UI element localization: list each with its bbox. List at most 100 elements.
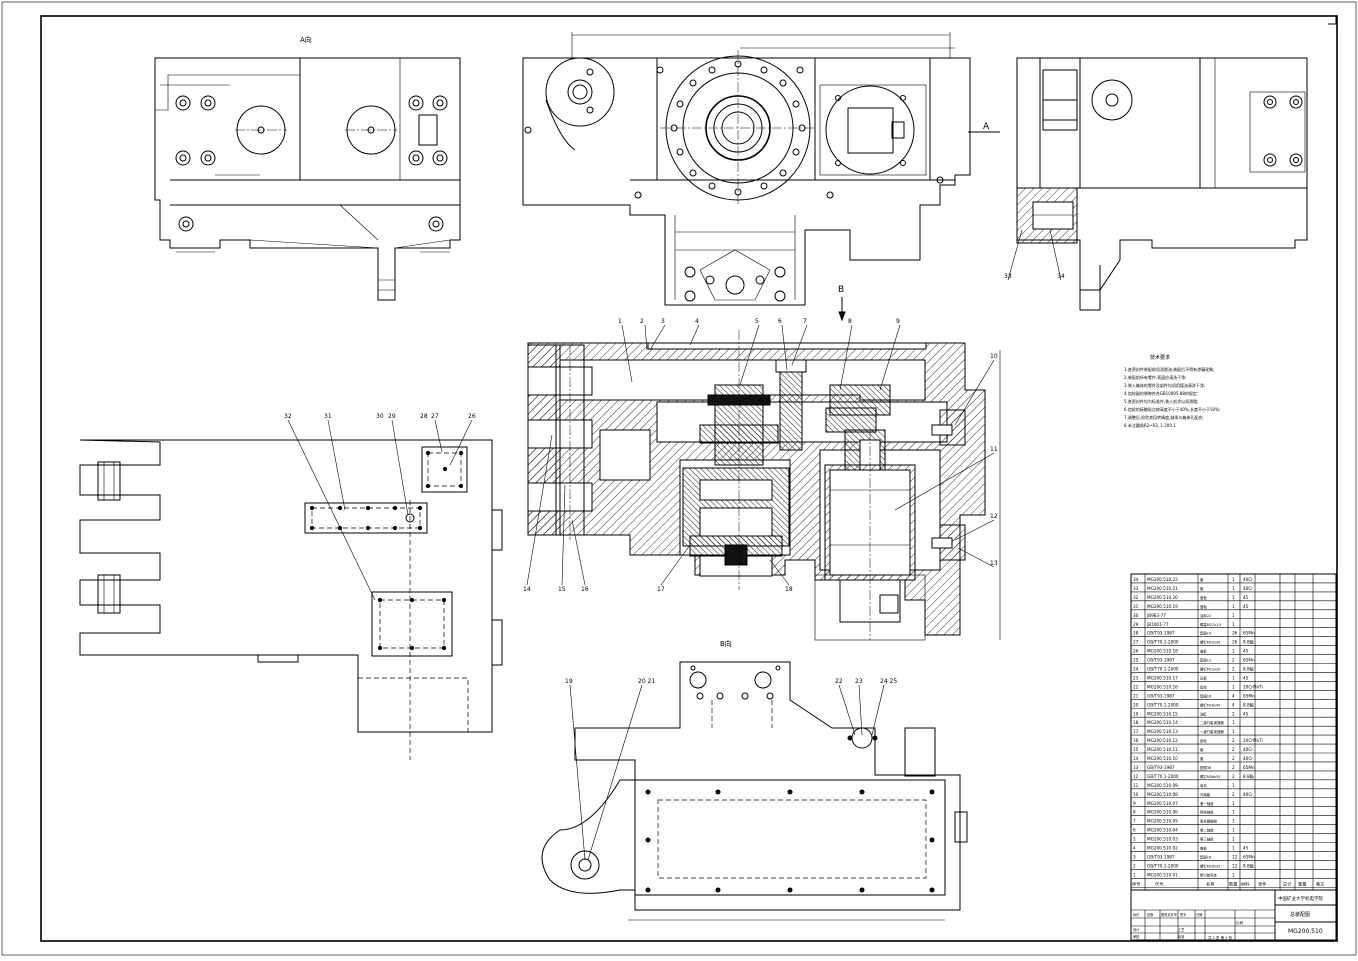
parts-cell-name: 螺钉M16x35 — [1200, 863, 1220, 868]
parts-cell-name: 螺钉M12x20 — [1200, 667, 1220, 672]
top-center-view: A — [522, 32, 1000, 306]
parts-cell-code: MG200.510.19 — [1147, 604, 1178, 609]
parts-cell-name: 螺塞M27x1.5 — [1200, 622, 1221, 627]
parts-cell-name: 螺钉M36x55 — [1200, 774, 1220, 779]
balloon-28: 28 — [420, 413, 428, 420]
parts-cell-name: 垫圈36 — [1200, 765, 1211, 770]
parts-cell-code: MG200.510.16 — [1147, 684, 1178, 689]
parts-cell-qty: 1 — [1232, 783, 1235, 788]
tech-req-line-6: 6.齿轮的接触斑点按高度不小于40%,长度不小于50%; — [1124, 406, 1220, 412]
balloon-20-21: 20 21 — [638, 678, 655, 685]
drawing-name: 总装配图 — [1290, 911, 1310, 918]
parts-cell-code: JB1001-77 — [1146, 622, 1169, 627]
balloon-33: 33 — [1004, 273, 1012, 280]
parts-cell-qty: 2 — [1232, 658, 1235, 663]
parts-cell-mat: 40Cr — [1243, 747, 1253, 752]
tb-label-sign: 签字 — [1180, 912, 1186, 917]
parts-cell-name: 螺钉M16x45 — [1200, 702, 1220, 707]
parts-cell-mat: 45 — [1243, 711, 1249, 716]
view-b-label: B向 — [720, 639, 732, 648]
tb-label-approve: 批准 — [1178, 934, 1185, 939]
section-b-marker: B — [838, 285, 844, 295]
parts-cell-code: MG200.510.02 — [1147, 846, 1178, 851]
parts-header-cell: 单件 — [1258, 880, 1266, 887]
parts-cell-qty: 26 — [1232, 631, 1238, 636]
parts-cell-code: GB/T93-1987 — [1147, 658, 1175, 663]
parts-cell-no: 20 — [1133, 702, 1139, 707]
balloon-5: 5 — [755, 318, 759, 325]
parts-cell-qty: 1 — [1232, 872, 1235, 877]
parts-cell-no: 12 — [1133, 774, 1139, 779]
parts-cell-name: 电机 — [1200, 783, 1207, 788]
tech-req-line-5: 5.各密封件均为标准件,装入前涂以润滑脂; — [1124, 398, 1198, 404]
parts-cell-no: 15 — [1133, 747, 1139, 752]
title-block: 中国矿业大学机电学院 总装配图 MG200.510 比例 共 1 张 第 1 张… — [1130, 889, 1337, 941]
balloon-14: 14 — [523, 586, 531, 593]
parts-header-cell: 重量 — [1298, 880, 1306, 887]
parts-cell-code: GB/T70.1-2000 — [1147, 667, 1179, 672]
parts-cell-code: MG200.510.18 — [1147, 649, 1178, 654]
parts-cell-mat: 45 — [1243, 604, 1249, 609]
parts-cell-no: 9 — [1133, 801, 1136, 806]
parts-cell-no: 23 — [1133, 675, 1139, 680]
parts-cell-qty: 1 — [1232, 810, 1235, 815]
parts-cell-mat: 65Mn — [1243, 693, 1255, 698]
parts-cell-code: MG200.510.11 — [1147, 747, 1178, 752]
parts-cell-no: 3 — [1133, 854, 1136, 859]
parts-cell-qty: 2 — [1232, 738, 1235, 743]
parts-cell-mat: 40Cr — [1243, 792, 1253, 797]
parts-cell-no: 5 — [1133, 837, 1136, 842]
parts-cell-code: MG200.510.08 — [1147, 792, 1178, 797]
parts-cell-code: GB/T70.1-2000 — [1147, 774, 1179, 779]
parts-cell-qty: 1 — [1232, 675, 1235, 680]
parts-cell-mat: 8.8级 — [1243, 862, 1255, 869]
tb-label-change: 更改文件号 — [1161, 912, 1177, 917]
section-a-marker: A — [983, 122, 990, 132]
tb-label-process: 工艺 — [1178, 927, 1184, 932]
parts-cell-mat: 40Cr — [1243, 577, 1253, 582]
balloon-9: 9 — [896, 318, 900, 325]
scale-label: 比例 — [1236, 920, 1244, 925]
parts-cell-code: GB/T93-1987 — [1147, 854, 1175, 859]
tech-req-line-8: 8.未注圆角R2~R3, 1:200.1 — [1124, 422, 1176, 428]
parts-cell-no: 10 — [1133, 792, 1139, 797]
tech-requirements-heading: 技术要求 — [1150, 354, 1170, 361]
parts-cell-mat: 45 — [1243, 846, 1249, 851]
tb-label-design: 设计 — [1133, 927, 1140, 932]
parts-cell-qty: 1 — [1232, 729, 1235, 734]
parts-cell-qty: 1 — [1232, 720, 1235, 725]
parts-cell-code: GB/T70.1-2000 — [1147, 863, 1179, 868]
balloon-24-25: 24 25 — [880, 678, 897, 685]
parts-cell-mat: 65Mn — [1243, 765, 1255, 770]
parts-cell-code: MG200.510.04 — [1147, 828, 1178, 833]
parts-cell-name: 第一轴组 — [1200, 801, 1214, 806]
parts-cell-no: 13 — [1133, 765, 1139, 770]
parts-cell-name: 齿轮 — [1200, 738, 1207, 743]
parts-cell-code: JB983-77 — [1146, 613, 1166, 618]
parts-cell-name: 套 — [1200, 747, 1204, 752]
parts-cell-code: MG200.510.06 — [1147, 810, 1178, 815]
parts-cell-mat: 45 — [1243, 675, 1249, 680]
parts-cell-no: 32 — [1133, 595, 1139, 600]
parts-cell-name: 第二轴组 — [1200, 828, 1214, 833]
parts-cell-qty: 1 — [1232, 846, 1235, 851]
parts-cell-qty: 4 — [1232, 693, 1235, 698]
parts-cell-no: 7 — [1133, 819, 1136, 824]
parts-cell-qty: 1 — [1232, 837, 1235, 842]
parts-cell-name: 惰轮轴组 — [1200, 810, 1214, 815]
parts-cell-no: 29 — [1133, 622, 1139, 627]
parts-cell-no: 21 — [1133, 693, 1139, 698]
tech-req-line-7: 7.调整后,检验其回转精度,轴承与箱体孔配合; — [1124, 414, 1204, 420]
parts-header-cell: 总计 — [1283, 880, 1291, 887]
parts-cell-no: 16 — [1133, 738, 1139, 743]
tech-requirements: 技术要求 1.各密封件装配前须浸透油,装配后不得有渗漏现象; 2.装配前所有零件… — [1124, 354, 1220, 428]
top-right-view — [1016, 57, 1308, 311]
parts-cell-qty: 12 — [1232, 863, 1238, 868]
parts-cell-name: 牵引部壳体 — [1200, 872, 1218, 877]
balloon-17: 17 — [657, 586, 665, 593]
parts-cell-code: MG200.510.01 — [1147, 872, 1178, 877]
parts-cell-qty: 4 — [1232, 702, 1235, 707]
parts-cell-qty: 1 — [1232, 604, 1235, 609]
parts-header-cell: 名称 — [1206, 880, 1214, 887]
balloon-16: 16 — [581, 586, 589, 593]
